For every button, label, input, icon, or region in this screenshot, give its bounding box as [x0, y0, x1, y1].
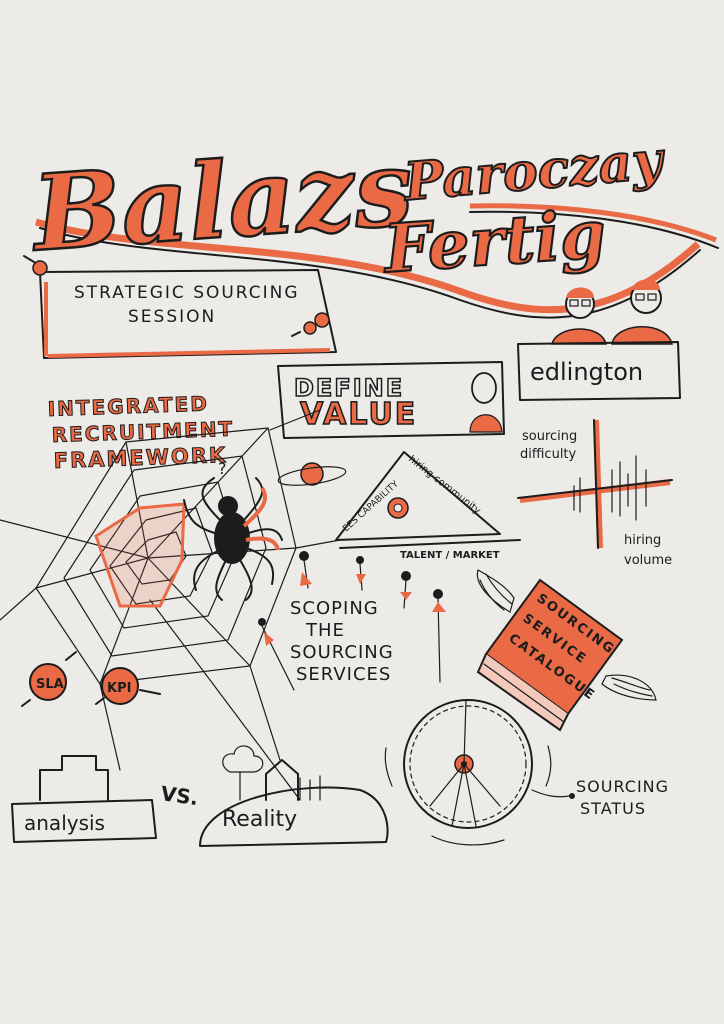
status-line-1: SOURCING	[576, 777, 669, 796]
define-label: DEFINE	[294, 374, 404, 402]
person-icon	[551, 287, 607, 345]
scoping-text: SCOPING THE SOURCING SERVICES	[290, 598, 394, 685]
arrow-icon	[432, 589, 446, 683]
kpi-label: KPI	[107, 681, 131, 696]
framework-line-1: INTEGRATED	[47, 391, 209, 421]
house-icon	[265, 759, 321, 801]
sla-label: SLA	[36, 677, 64, 692]
session-line-1: STRATEGIC SOURCING	[74, 283, 300, 303]
arrow-icon	[356, 556, 366, 591]
triangle-right-label: hiring community	[406, 454, 482, 517]
matrix-x-label-1: hiring	[624, 533, 661, 548]
person-icon	[469, 372, 503, 433]
wheel-icon	[384, 699, 575, 846]
framework-line-2: RECRUITMENT	[51, 417, 234, 447]
title-first-name: Balazs	[26, 126, 416, 275]
kpi-badge: KPI	[95, 667, 161, 705]
arrow-icon	[400, 571, 412, 609]
arrow-icon	[299, 551, 312, 589]
reality-landscape: Reality	[199, 745, 389, 847]
difficulty-volume-matrix: sourcing difficulty hiring volume	[517, 419, 673, 568]
status-line-2: STATUS	[580, 799, 646, 818]
scoping-line-3: SOURCING	[290, 642, 394, 663]
define-value-box: DEFINE VALUE	[277, 361, 505, 439]
title-block: Balazs Paroczay Fertig	[25, 124, 719, 319]
matrix-y-label-1: sourcing	[522, 429, 577, 444]
pushpin-icon	[23, 255, 48, 276]
arrow-icon	[258, 618, 295, 691]
title-surname-2: Fertig	[380, 195, 609, 288]
analysis-building: analysis	[11, 755, 157, 843]
wing-icon	[601, 674, 657, 701]
session-box: STRATEGIC SOURCING SESSION	[23, 255, 337, 359]
person-icon	[611, 279, 673, 345]
company-block: edlington	[517, 279, 681, 401]
framework-line-3: FRAMEWORK	[53, 443, 227, 473]
analysis-label: analysis	[24, 811, 105, 835]
scoping-line-1: SCOPING	[290, 598, 379, 619]
matrix-y-label-2: difficulty	[520, 447, 577, 462]
value-label: VALUE	[300, 397, 417, 432]
wing-icon	[476, 569, 515, 613]
spider-question-mark: ?	[218, 459, 227, 478]
session-line-2: SESSION	[128, 307, 216, 327]
tree-icon	[222, 745, 264, 801]
company-name: edlington	[530, 358, 643, 386]
pushpin-icon	[291, 312, 330, 337]
sla-badge: SLA	[21, 651, 77, 707]
capability-triangle: EES CAPABILITY hiring community TALENT /…	[335, 451, 521, 561]
reality-label: Reality	[222, 807, 297, 832]
scoping-arrows	[258, 551, 446, 691]
book-icon: SOURCING SERVICE CATALOGUE	[476, 578, 624, 732]
scoping-line-4: SERVICES	[296, 664, 391, 685]
scoping-line-2: THE	[305, 620, 345, 641]
matrix-x-label-2: volume	[624, 553, 672, 568]
spider-web	[0, 409, 341, 801]
spider-icon: ?	[183, 459, 283, 601]
versus-label: VS.	[159, 781, 199, 810]
triangle-bottom-label: TALENT / MARKET	[400, 550, 500, 561]
planet-icon	[277, 462, 347, 486]
